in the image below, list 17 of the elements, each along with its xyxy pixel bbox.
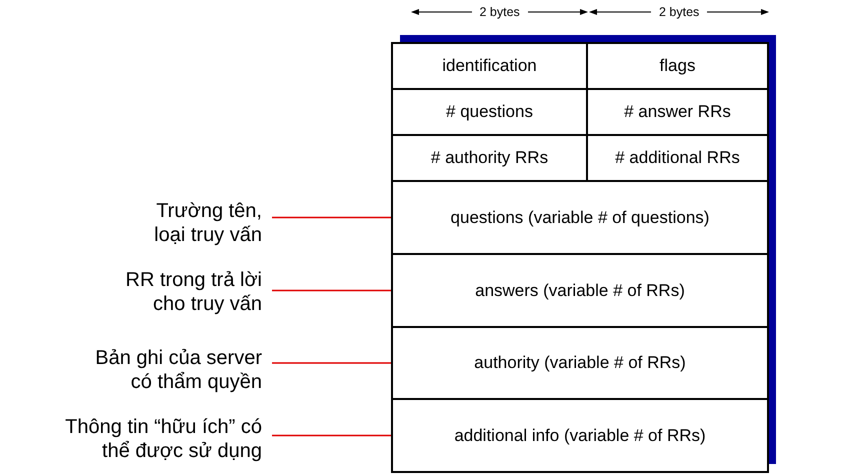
dimension-label: 2 bytes (651, 5, 708, 19)
field-cell: identification (391, 42, 588, 90)
field-cell: answers (variable # of RRs) (391, 253, 769, 328)
callout-text: RR trong trả lời cho truy vấn (112, 268, 262, 316)
leader-line (272, 362, 393, 364)
dimension-label: 2 bytes (472, 5, 528, 19)
callout-text: Bản ghi của server có thẩm quyền (87, 346, 262, 394)
field-cell: additional info (variable # of RRs) (391, 398, 769, 473)
field-cell: authority (variable # of RRs) (391, 326, 769, 400)
leader-line (272, 434, 393, 436)
table-frame (392, 43, 768, 472)
callout-text: Trường tên, loại truy vấn (122, 199, 262, 247)
leader-line (272, 290, 393, 292)
callout-text: Thông tin “hữu ích” có thể được sử dụng (62, 415, 262, 463)
field-cell: questions (variable # of questions) (391, 180, 769, 255)
field-cell: flags (586, 42, 769, 90)
leader-line (272, 216, 393, 218)
